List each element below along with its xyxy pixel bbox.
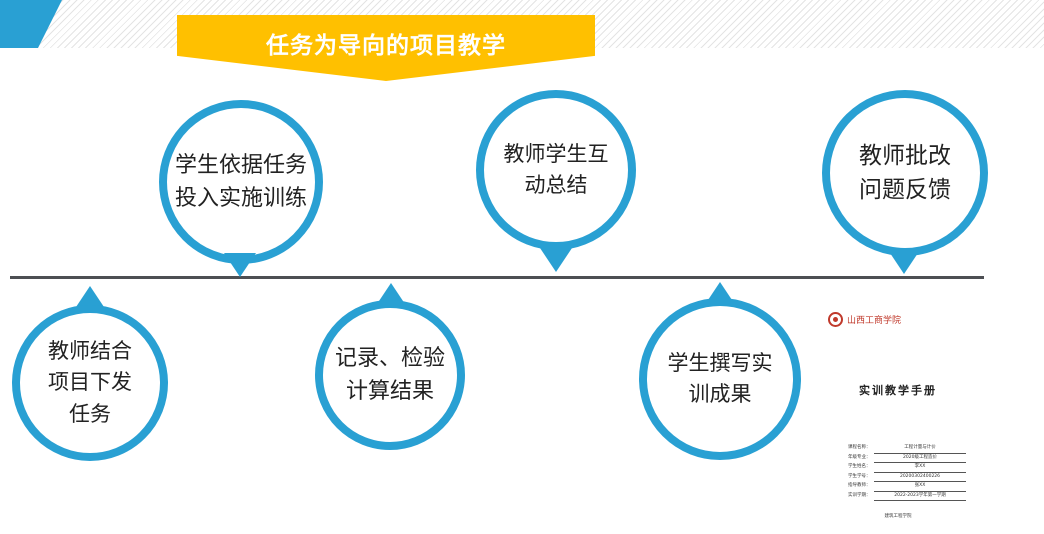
step-label: 教师学生互动总结 <box>503 141 609 198</box>
step-label: 学生撰写实训成果 <box>667 350 773 407</box>
manual-title: 实训教学手册 <box>859 384 937 397</box>
info-row: 课程名称：工程计量与计价 <box>848 444 966 454</box>
step-pointer <box>888 250 920 274</box>
school-emblem-icon <box>828 312 843 327</box>
school-name: 山西工商学院 <box>847 316 902 326</box>
step-bubble-report: 学生撰写实训成果 <box>639 298 801 460</box>
step-pointer <box>540 248 572 272</box>
step-bubble-summary: 教师学生互动总结 <box>476 90 636 250</box>
manual-info-table: 课程名称：工程计量与计价 年级专业：2020级工程造价 学生姓名：李XX 学生学… <box>848 444 966 501</box>
info-row: 实训学期：2022-2023学年第一学期 <box>848 492 966 501</box>
page-title: 任务为导向的项目教学 <box>266 33 506 59</box>
step-label: 记录、检验计算结果 <box>334 346 445 404</box>
school-logo: 山西工商学院 <box>828 312 901 327</box>
step-label: 教师批改问题反馈 <box>859 142 951 204</box>
step-pointer <box>224 253 256 277</box>
manual-department: 建筑工程学院 <box>884 514 912 519</box>
training-manual-cover: 山西工商学院 实训教学手册 课程名称：工程计量与计价 年级专业：2020级工程造… <box>818 300 978 534</box>
timeline-line <box>10 276 984 279</box>
step-bubble-implement: 学生依据任务投入实施训练 <box>159 100 323 264</box>
info-row: 年级专业：2020级工程造价 <box>848 454 966 463</box>
info-row: 学生学号：20200302400226 <box>848 473 966 482</box>
step-bubble-feedback: 教师批改问题反馈 <box>822 90 988 256</box>
step-bubble-assign: 学生依据任务投入实施训练 教师结合项目下发任务 <box>12 305 168 461</box>
step-label: 学生依据任务投入实施训练 <box>175 153 308 211</box>
step-bubble-record: 记录、检验计算结果 <box>315 300 465 450</box>
step-label: 教师结合项目下发任务 <box>48 338 132 426</box>
info-row: 学生姓名：李XX <box>848 463 966 473</box>
info-row: 指导教师：张XX <box>848 482 966 492</box>
